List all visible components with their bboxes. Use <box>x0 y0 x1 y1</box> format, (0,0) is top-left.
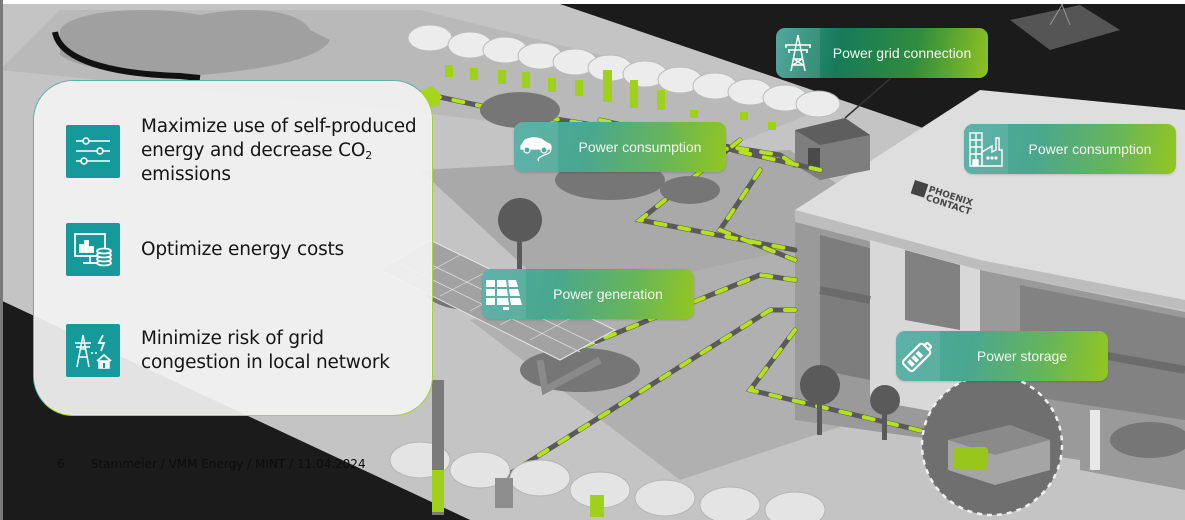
pylon-house-icon <box>66 324 120 377</box>
goal-text-line1: Minimize risk of grid <box>141 327 324 349</box>
label-text: Power consumption <box>1028 141 1152 157</box>
goal-item-self-produced: Maximize use of self-produced energy and… <box>66 115 417 187</box>
monitor-chart-coins-icon <box>66 223 120 276</box>
solar-panel-icon <box>482 269 526 319</box>
label-text: Power generation <box>553 286 663 302</box>
top-strip <box>0 0 1185 4</box>
label-power-storage: Power storage <box>896 331 1108 381</box>
slide-footer: 6 Stammeier / VMM Energy / MINT / 11.04.… <box>57 457 366 471</box>
sliders-icon <box>66 124 120 178</box>
label-power-generation: Power generation <box>482 269 694 319</box>
label-power-grid-connection: Power grid connection <box>776 28 988 78</box>
building-factory-icon <box>964 124 1008 174</box>
goals-panel: Maximize use of self-produced energy and… <box>33 80 433 416</box>
left-edge <box>0 0 3 520</box>
footer-text: Stammeier / VMM Energy / MINT / 11.04.20… <box>90 457 366 471</box>
power-pylon-icon <box>776 28 820 78</box>
label-text: Power consumption <box>578 139 702 155</box>
parked-cars-top <box>407 24 841 130</box>
cloud-shape <box>60 10 330 76</box>
goal-item-grid-congestion: Minimize risk of grid congestion in loca… <box>66 324 390 377</box>
tower-base <box>1010 5 1120 50</box>
goal-text-line2: energy and decrease CO2 <box>141 140 373 162</box>
goal-text: Maximize use of self-produced energy and… <box>141 115 417 187</box>
electric-car-icon <box>514 122 558 172</box>
label-text: Power storage <box>976 348 1068 364</box>
goal-text-line3: emissions <box>141 164 231 185</box>
storage-magnifier <box>920 373 1064 517</box>
page-number: 6 <box>57 457 65 471</box>
trees <box>498 198 900 440</box>
subscript-two: 2 <box>365 149 373 162</box>
goal-text-line1: Maximize use of self-produced <box>141 116 417 137</box>
label-power-consumption-ev: Power consumption <box>514 122 726 172</box>
label-power-consumption-building: Power consumption <box>964 124 1176 174</box>
goal-text: Minimize risk of grid congestion in loca… <box>141 327 390 375</box>
battery-icon <box>896 331 940 381</box>
goal-item-costs: Optimize energy costs <box>66 223 344 276</box>
label-text: Power grid connection <box>832 45 972 61</box>
goal-text-line2: congestion in local network <box>141 351 390 373</box>
goal-text: Optimize energy costs <box>141 238 344 260</box>
